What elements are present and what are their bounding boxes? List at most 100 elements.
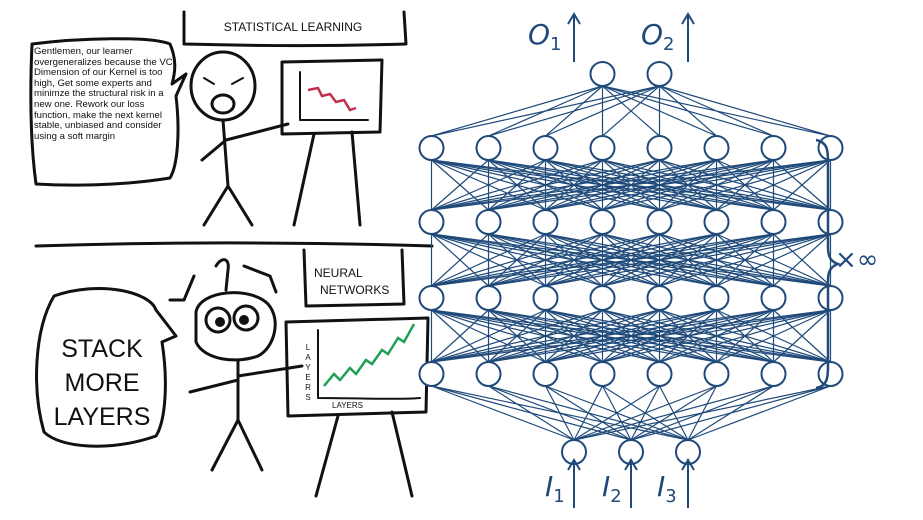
bottom-speech-bubble — [35, 287, 178, 448]
network-node — [703, 135, 730, 161]
network-edge — [431, 309, 489, 363]
network-node — [646, 209, 673, 235]
network-edge — [431, 233, 546, 287]
network-edge — [431, 233, 774, 287]
network-edge — [431, 385, 575, 441]
network-node — [589, 135, 616, 161]
network-edge — [488, 385, 689, 441]
network-edge — [602, 85, 831, 137]
network-node — [817, 285, 844, 311]
network-edge — [545, 159, 831, 211]
network-edge — [431, 159, 489, 211]
network-node — [760, 361, 787, 387]
network-edge — [488, 309, 831, 363]
network-node — [760, 209, 787, 235]
network-edges — [430, 85, 832, 441]
network-edge — [431, 385, 689, 441]
network-edge — [488, 233, 831, 287]
network-node — [589, 361, 616, 387]
network-node — [532, 361, 559, 387]
network-node — [817, 209, 844, 235]
network-edge — [488, 85, 603, 137]
network-node — [589, 285, 616, 311]
bottom-speech-text: STACK MORE LAYERS — [53, 335, 151, 431]
chart-y-axis-label: LAYERS — [305, 343, 311, 402]
network-edge — [687, 385, 718, 441]
network-node — [475, 135, 502, 161]
bottom-sign-line2: NETWORKS — [320, 283, 390, 297]
network-node — [760, 135, 787, 161]
network-edge — [659, 233, 831, 287]
input-label-2: I2 — [602, 470, 622, 507]
network-edge — [602, 233, 831, 287]
network-edge — [431, 159, 717, 211]
network-edge — [431, 309, 831, 363]
network-edge — [659, 159, 831, 211]
network-edge — [431, 159, 774, 211]
network-node — [646, 285, 673, 311]
network-node — [760, 285, 787, 311]
network-edge — [687, 385, 831, 441]
network-node — [703, 361, 730, 387]
network-edge — [431, 159, 660, 211]
network-edge — [545, 233, 831, 287]
bottom-sign-board — [302, 248, 406, 308]
network-edge — [545, 385, 689, 441]
network-edge — [716, 309, 831, 363]
network-node — [646, 135, 673, 161]
output-label-1: O1 — [528, 18, 562, 55]
network-edge — [431, 309, 717, 363]
network-node — [646, 361, 673, 387]
network-node — [475, 209, 502, 235]
network-node — [418, 285, 445, 311]
network-edge — [687, 385, 774, 441]
network-edge — [716, 159, 831, 211]
network-node — [646, 61, 673, 87]
network-node — [817, 361, 844, 387]
network-edge — [773, 233, 831, 287]
network-edge — [602, 85, 774, 137]
top-chart-board — [280, 58, 384, 227]
network-edge — [716, 233, 831, 287]
top-speech-text: Gentlemen, our learner overgeneralizes b… — [34, 46, 176, 142]
repeat-brace — [815, 138, 842, 390]
declining-line — [307, 86, 357, 112]
top-panel — [29, 10, 434, 248]
growth-line — [323, 323, 416, 387]
network-node — [703, 209, 730, 235]
bottom-panel — [35, 248, 430, 498]
network-edge — [602, 159, 831, 211]
network-node — [418, 209, 445, 235]
network-edge — [431, 159, 546, 211]
network-node — [817, 135, 844, 161]
top-sign-board — [182, 10, 408, 47]
network-edge — [431, 233, 603, 287]
network-node — [475, 285, 502, 311]
network-node — [418, 135, 445, 161]
output-label-2: O2 — [641, 18, 675, 55]
network-edge — [545, 309, 831, 363]
top-sign-text: STATISTICAL LEARNING — [223, 20, 363, 34]
chart-x-axis-label: LAYERS — [332, 401, 363, 410]
panel-divider — [34, 241, 434, 248]
network-arrows — [567, 12, 842, 508]
bottom-chart-board — [284, 316, 430, 498]
network-edge — [431, 309, 774, 363]
network-edge — [431, 85, 603, 137]
network-edge — [431, 233, 717, 287]
bottom-sign-line1: NEURAL — [314, 266, 363, 280]
network-node — [589, 61, 616, 87]
network-node — [532, 285, 559, 311]
network-edge — [431, 309, 660, 363]
network-edge — [431, 309, 546, 363]
network-node — [418, 361, 445, 387]
network-node — [532, 135, 559, 161]
top-speech-bubble — [29, 37, 188, 187]
network-edge — [659, 85, 831, 137]
bottom-creature-figure — [168, 258, 304, 472]
network-edge — [773, 159, 831, 211]
repeat-label: ×∞ — [835, 245, 879, 275]
network-edge — [431, 233, 831, 287]
network-nodes — [418, 61, 844, 465]
